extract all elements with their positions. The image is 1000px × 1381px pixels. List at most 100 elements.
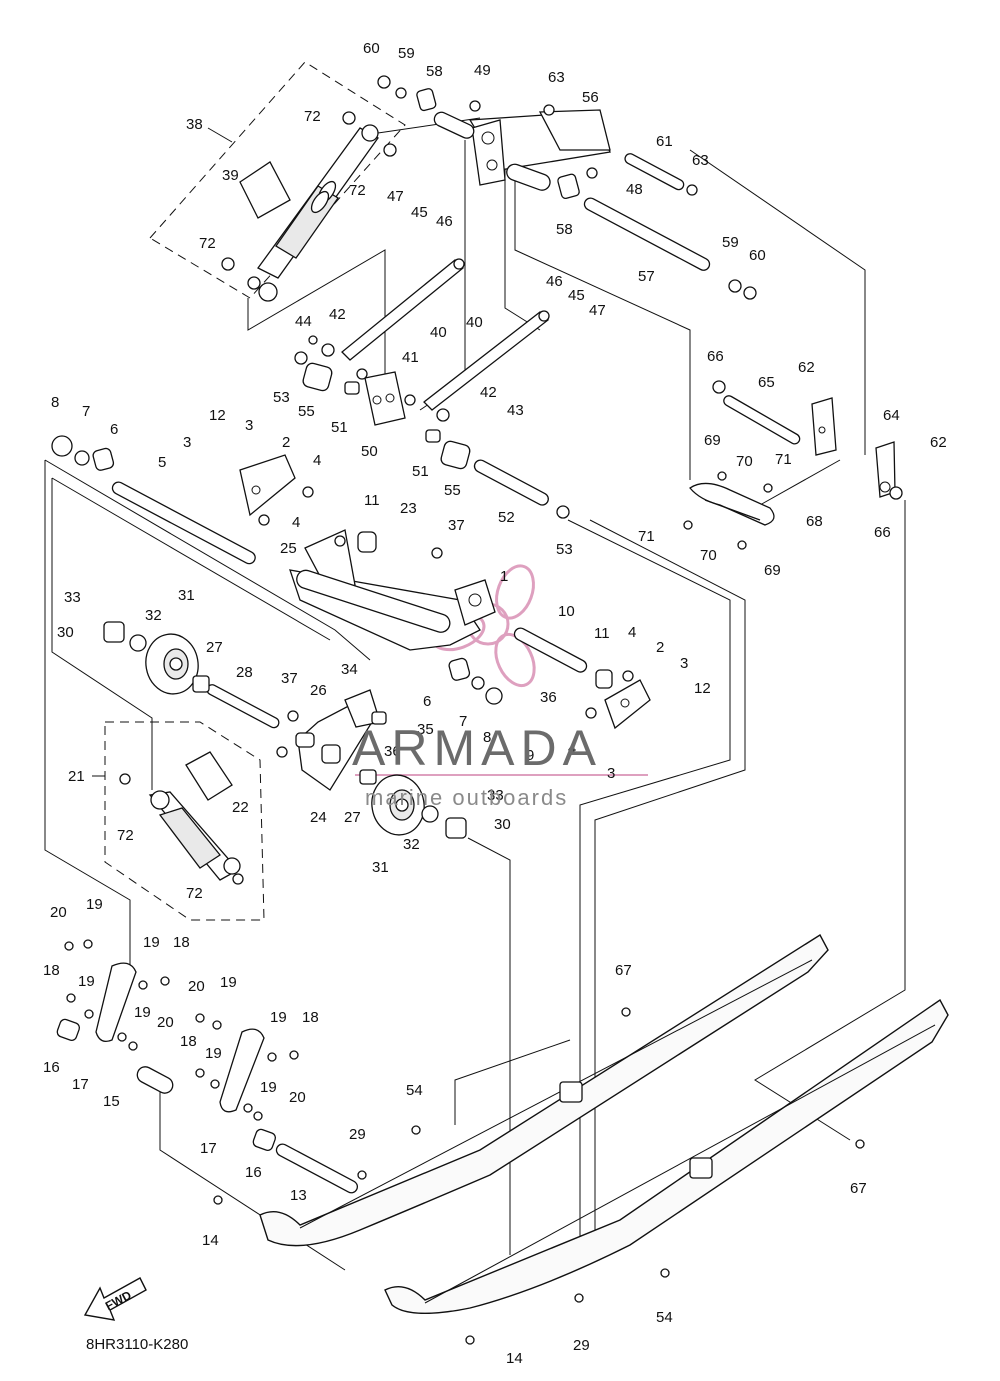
link-rods-40 (341, 258, 550, 411)
callout-3: 3 (607, 765, 615, 782)
callout-36: 36 (384, 743, 401, 760)
callout-46: 46 (546, 273, 563, 290)
callout-45: 45 (568, 287, 585, 304)
front-arm-shaft-5 (111, 481, 256, 565)
callout-66: 66 (707, 348, 724, 365)
shaft-10 (513, 627, 588, 673)
callout-54: 54 (406, 1082, 423, 1099)
callout-47: 47 (589, 302, 606, 319)
callout-55: 55 (298, 403, 315, 420)
callout-38: 38 (186, 116, 203, 133)
callout-42: 42 (480, 384, 497, 401)
callout-33: 33 (487, 787, 504, 804)
callout-16: 16 (245, 1164, 262, 1181)
callout-62: 62 (930, 434, 947, 451)
callout-31: 31 (372, 859, 389, 876)
callout-19: 19 (86, 896, 103, 913)
callout-39: 39 (222, 167, 239, 184)
callout-19: 19 (260, 1079, 277, 1096)
shock-bushings (221, 111, 397, 290)
callout-64: 64 (883, 407, 900, 424)
callout-17: 17 (72, 1076, 89, 1093)
callout-60: 60 (363, 40, 380, 57)
lower-arm-collars (56, 1018, 359, 1194)
rear-bracket-64 (811, 397, 896, 498)
fwd-arrow-icon (83, 1277, 147, 1321)
callout-30: 30 (57, 624, 74, 641)
callout-18: 18 (173, 934, 190, 951)
callout-20: 20 (289, 1089, 306, 1106)
watermark-logo (355, 564, 648, 776)
callout-70: 70 (736, 453, 753, 470)
callout-43: 43 (507, 402, 524, 419)
callout-13: 13 (290, 1187, 307, 1204)
callout-20: 20 (188, 978, 205, 995)
rear-arm-26 (276, 689, 387, 791)
callout-65: 65 (758, 374, 775, 391)
callout-3: 3 (245, 417, 253, 434)
callout-1: 1 (500, 568, 508, 585)
callout-61: 61 (656, 133, 673, 150)
callout-70: 70 (700, 547, 717, 564)
callout-51: 51 (412, 463, 429, 480)
slide-rail-right (384, 998, 949, 1314)
callout-29: 29 (349, 1126, 366, 1143)
callout-14: 14 (202, 1232, 219, 1249)
callout-7: 7 (459, 713, 467, 730)
callout-21: 21 (68, 768, 85, 785)
callout-62: 62 (798, 359, 815, 376)
callout-16: 16 (43, 1059, 60, 1076)
callout-72: 72 (304, 108, 321, 125)
callout-68: 68 (806, 513, 823, 530)
callout-2: 2 (282, 434, 290, 451)
callout-3: 3 (183, 434, 191, 451)
callout-53: 53 (556, 541, 573, 558)
callout-72: 72 (199, 235, 216, 252)
shock-assembly-front-group (149, 61, 406, 299)
callout-4: 4 (568, 740, 576, 757)
callout-72: 72 (117, 827, 134, 844)
callout-17: 17 (200, 1140, 217, 1157)
callout-19: 19 (78, 973, 95, 990)
callout-44: 44 (295, 313, 312, 330)
callout-18: 18 (302, 1009, 319, 1026)
callout-9: 9 (526, 747, 534, 764)
callout-67: 67 (615, 962, 632, 979)
callout-4: 4 (628, 624, 636, 641)
callout-67: 67 (850, 1180, 867, 1197)
callout-10: 10 (558, 603, 575, 620)
callout-69: 69 (764, 562, 781, 579)
callout-8: 8 (483, 729, 491, 746)
callout-50: 50 (361, 443, 378, 460)
watermark-subtitle: marine outboards (365, 785, 568, 810)
callout-53: 53 (273, 389, 290, 406)
callout-19: 19 (143, 934, 160, 951)
callout-36: 36 (540, 689, 557, 706)
callout-31: 31 (178, 587, 195, 604)
shaft-28 (192, 675, 280, 729)
callout-47: 47 (387, 188, 404, 205)
callout-28: 28 (236, 664, 253, 681)
callout-29: 29 (573, 1337, 590, 1354)
callout-3: 3 (680, 655, 688, 672)
callout-63: 63 (548, 69, 565, 86)
callout-58: 58 (426, 63, 443, 80)
callout-25: 25 (280, 540, 297, 557)
shaft-61 (624, 153, 685, 191)
callout-46: 46 (436, 213, 453, 230)
callout-72: 72 (349, 182, 366, 199)
callout-66: 66 (874, 524, 891, 541)
callout-37: 37 (281, 670, 298, 687)
shock-spring-sleeve (239, 161, 291, 219)
callout-35: 35 (417, 721, 434, 738)
watermark-title: ARMADA (352, 720, 602, 776)
callout-5: 5 (158, 454, 166, 471)
callout-18: 18 (180, 1033, 197, 1050)
callout-22: 22 (232, 799, 249, 816)
collar-58-lower (557, 173, 580, 200)
callout-15: 15 (103, 1093, 120, 1110)
callout-41: 41 (402, 349, 419, 366)
callout-60: 60 (749, 247, 766, 264)
callout-6: 6 (110, 421, 118, 438)
callout-4: 4 (313, 452, 321, 469)
